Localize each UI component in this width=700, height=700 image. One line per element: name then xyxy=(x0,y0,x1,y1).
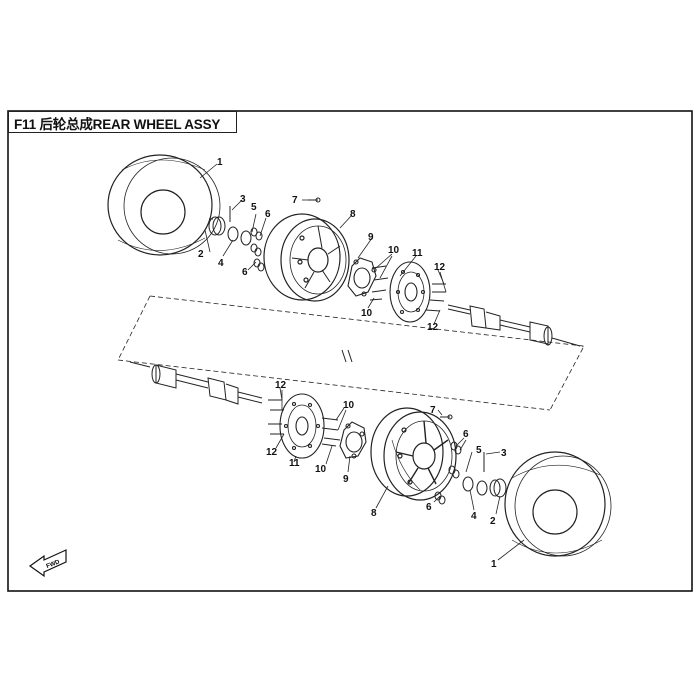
upper-hub-nut xyxy=(208,216,226,236)
callout-upper-11: 11 xyxy=(412,248,423,259)
upper-hub-studs xyxy=(369,265,389,301)
callout-upper-2: 2 xyxy=(198,249,204,260)
upper-washers xyxy=(250,227,265,272)
title-box xyxy=(8,111,237,133)
callout-upper-7: 7 xyxy=(292,195,298,206)
upper-drive-shaft xyxy=(447,304,581,347)
upper-axle-nut xyxy=(227,206,252,246)
upper-callouts: 1 2 3 4 5 6 6 7 8 9 10 10 11 12 12 xyxy=(198,157,446,333)
fwd-arrow-icon: FWD xyxy=(28,549,67,578)
callout-upper-6b: 6 xyxy=(242,267,248,278)
callout-upper-8: 8 xyxy=(350,209,356,220)
callout-upper-5: 5 xyxy=(251,202,257,213)
page-title: F11 后轮总成REAR WHEEL ASSY xyxy=(14,113,220,133)
fwd-label: FWD xyxy=(46,559,62,570)
callout-lower-10b: 10 xyxy=(315,464,327,475)
callout-upper-9: 9 xyxy=(368,232,374,243)
lower-valve-bolt xyxy=(440,414,453,420)
upper-leaders xyxy=(199,163,447,325)
assembly-connector-dash xyxy=(117,295,584,411)
callout-lower-12b: 12 xyxy=(266,447,278,458)
callout-lower-4: 4 xyxy=(471,511,477,522)
drawing-frame xyxy=(7,110,693,592)
callout-lower-1: 1 xyxy=(491,559,497,570)
upper-rim xyxy=(263,213,350,302)
upper-brake-disc xyxy=(389,261,431,323)
title-text: 后轮总成REAR WHEEL ASSY xyxy=(39,117,221,132)
callout-upper-6a: 6 xyxy=(265,209,271,220)
callout-lower-7: 7 xyxy=(430,405,436,416)
callout-upper-1: 1 xyxy=(217,157,223,168)
lower-callouts: 12 12 11 10 10 9 8 7 6 6 5 4 3 2 1 xyxy=(266,380,507,570)
callout-upper-10a: 10 xyxy=(388,245,400,256)
lower-hub-flange xyxy=(339,421,367,459)
title-code: F11 xyxy=(14,117,36,132)
callout-upper-10b: 10 xyxy=(361,308,373,319)
lower-drive-shaft xyxy=(129,361,263,405)
callout-lower-6b: 6 xyxy=(426,502,432,513)
callout-lower-10a: 10 xyxy=(343,400,355,411)
lower-rim xyxy=(370,407,457,501)
upper-valve-bolt xyxy=(308,197,321,203)
callout-upper-3: 3 xyxy=(240,194,246,205)
lower-hub-studs xyxy=(321,417,341,447)
callout-lower-3: 3 xyxy=(501,448,507,459)
lower-axle-nut xyxy=(462,452,488,496)
callout-lower-12a: 12 xyxy=(275,380,287,391)
callout-upper-4: 4 xyxy=(218,258,224,269)
shaft-break-mark xyxy=(341,349,353,363)
callout-lower-11: 11 xyxy=(289,458,300,469)
callout-lower-8: 8 xyxy=(371,508,377,519)
lower-washers xyxy=(434,441,462,505)
lower-leaders xyxy=(275,387,525,561)
callout-lower-6a: 6 xyxy=(463,429,469,440)
callout-upper-12b: 12 xyxy=(427,322,439,333)
callout-lower-2: 2 xyxy=(490,516,496,527)
lower-brake-disc xyxy=(279,393,325,459)
upper-tire xyxy=(107,154,221,256)
upper-hub-flange xyxy=(347,257,377,297)
upper-disc-bolts xyxy=(425,283,446,312)
callout-lower-5: 5 xyxy=(476,445,482,456)
callout-lower-9: 9 xyxy=(343,474,349,485)
lower-hub-nut xyxy=(489,478,507,498)
lower-tire xyxy=(504,451,612,557)
callout-upper-12a: 12 xyxy=(434,262,446,273)
